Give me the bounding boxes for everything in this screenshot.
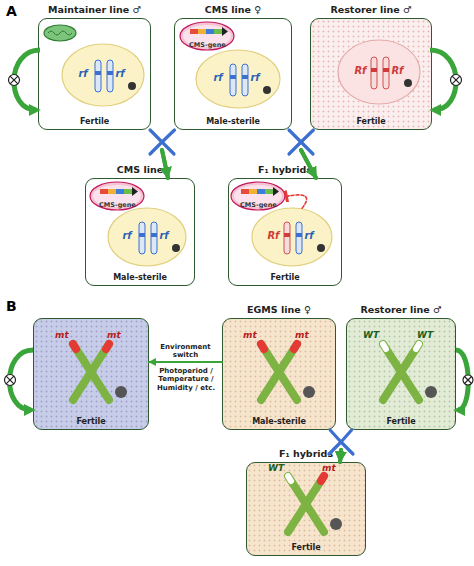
cross-connector [340,430,352,462]
phenotype-label: Fertile [39,117,150,126]
edge-label: Environment switch [149,343,223,359]
selfing-arrow [5,350,34,410]
nucleus: Rf rf [251,207,333,267]
allele-label: rf [122,230,131,241]
cross-symbol [150,142,174,154]
allele-label: Rf [391,65,403,76]
gene-label: CMS-gene [230,201,286,209]
phenotype-label: Fertile [247,543,365,552]
cross-connector [162,130,175,178]
nucleus-outline [251,207,333,267]
switch-arrow [149,362,222,363]
nucleus: rf rf [61,43,145,107]
phenotype-label: Male-sterile [223,417,335,426]
allele-label: WT [417,330,433,340]
phenotype-label: Fertile [34,417,148,426]
allele-label: mt [322,463,336,473]
shape-fill [108,208,186,266]
selfing-arrow [9,50,41,110]
condition-note: Photoperiod / Temperature / Humidity / e… [150,367,222,392]
cell-box: Fertile [33,318,149,430]
cross-arm [289,130,301,142]
line-title: Maintainer line ♂ [48,4,141,15]
line-title: Restorer line ♂ [330,4,411,15]
nucleus-outline [107,207,187,267]
allele-label: rf [115,68,124,79]
cell-box: F₁ hybridsFertileCMS-geneRfrf [228,178,342,286]
cross-arm [162,130,175,142]
allele-label: Rf [267,230,279,241]
cell-box: CMS line ♀Male-sterileCMS-generfrf [174,18,292,130]
selfing-arrow [456,350,473,410]
allele-label: rf [250,72,259,83]
cross-arm [330,430,341,442]
phenotype-label: Fertile [311,117,431,126]
cell-box: EGMS line ♀Male-sterile [222,318,336,430]
phenotype-label: Male-sterile [86,273,194,282]
line-title: F₁ hybrids [279,448,333,459]
allele-label: rf [213,72,222,83]
shape-fill [90,182,144,210]
cross-arm [301,130,313,142]
panel-letter: B [6,298,17,314]
allele-label: mt [55,330,69,340]
line-title: CMS line [117,164,163,175]
progeny-arrow [340,450,341,462]
switch-line [149,361,222,363]
shape-fill [180,22,234,50]
shape-fill [62,44,144,106]
allele-label: rf [304,230,313,241]
allele-label: mt [295,330,309,340]
line-title: CMS line ♀ [205,4,262,15]
cross-symbol [289,142,313,154]
gene-label: CMS-gene [89,201,145,209]
line-title: Restorer line ♂ [360,304,441,315]
nucleus-outline [337,39,421,105]
allele-label: WT [363,330,379,340]
cell-box: Maintainer line ♂Fertilerfrf [38,18,151,130]
allele-label: WT [268,463,284,473]
mitochondrion: CMS-gene [230,181,286,211]
shape-fill [252,208,332,266]
panel-letter: A [6,3,17,19]
allele-label: rf [159,230,168,241]
shape-fill [338,40,420,104]
nucleus: rf rf [107,207,187,267]
mitochondrion: CMS-gene [89,181,145,211]
nucleus: rf rf [195,49,281,109]
allele-label: mt [243,330,257,340]
shape-fill [231,182,285,210]
phenotype-label: Fertile [347,417,455,426]
selfing-arrow [430,50,462,110]
cell-box: Restorer line ♂Fertile [346,318,456,430]
mitochondrion: CMS-gene [179,21,235,51]
progeny-arrow [340,450,341,462]
gene-label: CMS-gene [179,41,235,49]
cross-arm [341,430,352,442]
shape-fill [196,50,280,108]
allele-label: Rf [354,65,366,76]
line-title: EGMS line ♀ [247,304,311,315]
phenotype-label: Male-sterile [175,117,291,126]
allele-label: mt [107,330,121,340]
nucleus-outline [61,43,145,107]
cell-box: Restorer line ♂FertileRfRf [310,18,432,130]
cell-box: CMS lineMale-sterileCMS-generfrf [85,178,195,286]
nucleus-outline [195,49,281,109]
allele-label: rf [78,68,87,79]
cell-box: F₁ hybridsFertile [246,462,366,556]
phenotype-label: Fertile [229,273,341,282]
line-title: F₁ hybrids [258,164,312,175]
nucleus: Rf Rf [337,39,421,105]
cross-arm [150,130,162,142]
